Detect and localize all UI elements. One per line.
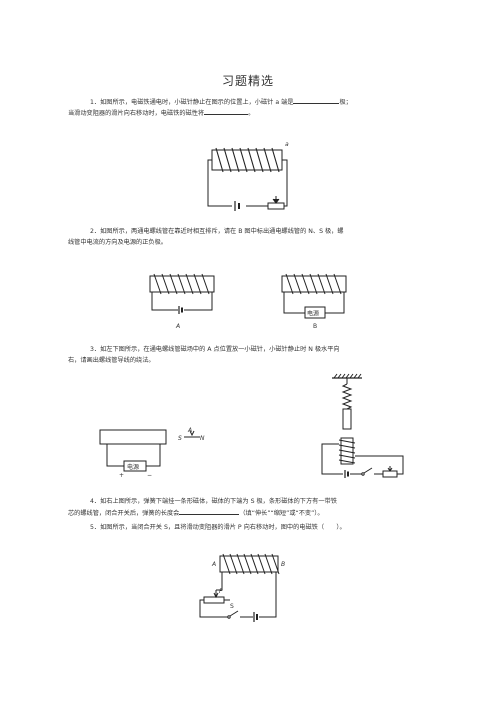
q3-label-n: N (200, 435, 205, 442)
q5-label-s: S (230, 603, 234, 610)
q3-plus-label: + (119, 472, 124, 479)
q3-power-label: 电源 (127, 463, 139, 471)
q3-wire-left (106, 444, 124, 467)
q4-slider (387, 466, 393, 472)
q3-line-2: 右，请画出螺线管导线的绕法。 (68, 357, 155, 364)
q4-coil-windings (338, 439, 356, 464)
q3-minus-label: − (147, 472, 152, 479)
q4-wire-left (321, 443, 343, 475)
q4-switch (363, 467, 373, 474)
q1-coil-windings (215, 147, 280, 173)
question-3: 3．如左下图所示，在通电螺线管磁场中的 A 点位置放一小磁针，小磁针静止时 N … (90, 344, 430, 355)
q1-line-2: 当滑动变阻器的滑片向右移动时，电磁铁的磁性将。 (68, 107, 254, 119)
q1-wire-left (207, 159, 232, 207)
q4-ceiling-hatch (333, 373, 362, 379)
q3-wire-right (146, 444, 161, 467)
q1-wire-right (282, 159, 288, 207)
q3-compass-mark (189, 430, 195, 437)
question-2: 2．如图所示，两通电螺线管在靠近时相互排斥，请在 B 图中标出通电螺线管的 N、… (90, 226, 430, 237)
q2a-wire-right (184, 292, 213, 311)
q2b-wire-right (325, 292, 345, 314)
q1-label-a: a (285, 141, 289, 148)
q3-label-s: S (178, 435, 182, 442)
q2b-coil-windings (285, 273, 342, 295)
q5-wire-right (259, 572, 277, 618)
q4-wire-right (355, 455, 404, 475)
q1-slider-arrow (272, 198, 280, 204)
q2b-power-box (304, 306, 326, 319)
q5-line-1: 5．如图所示，当闭合开关 S，且将滑动变阻器的滑片 P 向右移动时，图中的电磁铁… (90, 524, 346, 531)
question-4: 4．如右上图所示，弹簧下端挂一条形磁体，磁体的下端为 S 极，条形磁体的下方有一… (90, 496, 430, 507)
q2-line-1: 2．如图所示，两通电螺线管在靠近时相互排斥，请在 B 图中标出通电螺线管的 N、… (90, 228, 344, 235)
q1-blank-1[interactable] (293, 96, 340, 104)
q2b-wire-left (283, 292, 305, 314)
q4-iron-core (340, 437, 354, 465)
q5-switch (229, 610, 239, 617)
q2-line-2: 线管中电流的方向及电源的正负极。 (68, 239, 167, 246)
q4-spring (341, 383, 353, 410)
q5-label-p: P (219, 588, 223, 595)
q5-coil-windings (222, 553, 280, 575)
q4-line-1: 4．如右上图所示，弹簧下端挂一条形磁体，磁体的下端为 S 极，条形磁体的下方有一… (90, 498, 337, 505)
q1-blank-2[interactable] (204, 107, 249, 115)
q4-switch-contact (361, 472, 365, 476)
q3-power-box (123, 460, 147, 472)
q4-blank[interactable] (179, 507, 240, 515)
q5-wire-a (216, 572, 223, 591)
q2a-coil-windings (153, 273, 210, 295)
page-title: 习题精选 (221, 74, 274, 88)
q3-line-1: 3．如左下图所示，在通电螺线管磁场中的 A 点位置放一小磁针，小磁针静止时 N … (90, 346, 340, 353)
q5-slider (213, 590, 219, 599)
q4-bar-magnet (342, 408, 352, 430)
q5-solenoid (219, 555, 279, 573)
q2a-wire-left (151, 292, 178, 311)
q4-rheostat (382, 470, 398, 478)
q5-rheostat (203, 596, 225, 604)
q3-solenoid (99, 429, 167, 445)
q4-line-2: 芯的螺线管，闭合开关后，弹簧的长度会（填“伸长”“缩短”或“不变”）。 (68, 507, 324, 519)
question-5: 5．如图所示，当闭合开关 S，且将滑动变阻器的滑片 P 向右移动时，图中的电磁铁… (90, 522, 430, 533)
q5-label-b: B (281, 561, 285, 568)
q1-rheostat (267, 202, 285, 210)
question-1: 1．如图所示，电磁铁通电时，小磁针静止在图示的位置上，小磁针 a 端是极； (90, 96, 430, 108)
q2-label-a: A (175, 323, 180, 330)
q1-line-1: 1．如图所示，电磁铁通电时，小磁针静止在图示的位置上，小磁针 a 端是极； (90, 96, 430, 108)
q5-label-a: A (211, 561, 216, 568)
q2-label-b: B (313, 323, 317, 330)
q3-label-a: A (187, 427, 192, 434)
q5-switch-contact (227, 615, 231, 619)
q2a-solenoid (149, 275, 215, 293)
q5-wire-left (199, 599, 228, 618)
q1-solenoid (211, 149, 283, 171)
q2b-solenoid (281, 275, 347, 293)
q2-power-label: 电源 (307, 310, 319, 318)
